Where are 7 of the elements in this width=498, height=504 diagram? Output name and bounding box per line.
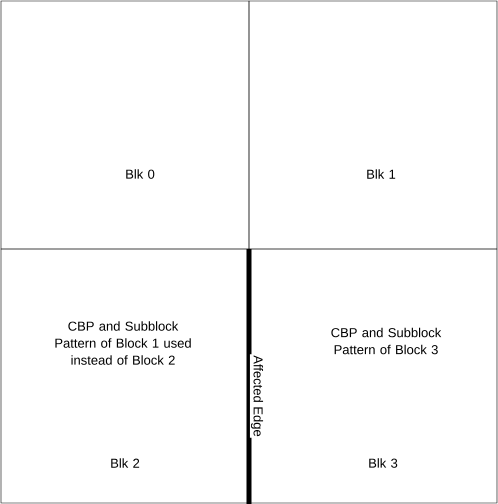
note-text: CBP and Subblock Pattern of Block 3	[331, 328, 442, 354]
vertical-text: Affected Edge	[250, 354, 264, 438]
block-label: Blk 1	[367, 169, 396, 179]
block-label: Blk 2	[111, 458, 140, 468]
block-label: Blk 3	[369, 458, 398, 468]
block-label: Blk 0	[126, 169, 154, 179]
note-text: CBP and Subblock Pattern of Block 1 used instead of Block 2	[55, 321, 191, 365]
